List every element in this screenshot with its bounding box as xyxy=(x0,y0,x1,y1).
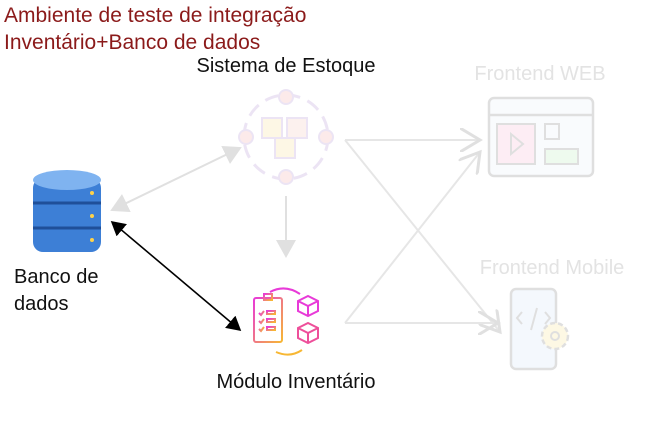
edge-db-stock xyxy=(110,145,242,213)
frontend-mobile-label: Frontend Mobile xyxy=(480,257,625,279)
mobile-app-icon xyxy=(509,287,570,371)
inventory-module-icon xyxy=(253,287,319,356)
edge-stock-mobile xyxy=(344,139,500,332)
inventory-module-label: Módulo Inventário xyxy=(217,371,376,393)
database-label-line2: dados xyxy=(14,293,69,315)
diagram-title-line2: Inventário+Banco de dados xyxy=(4,31,260,54)
stock-system-label: Sistema de Estoque xyxy=(197,55,376,77)
edge-inventory-web xyxy=(344,152,480,324)
edge-db-inventory xyxy=(110,220,242,332)
database-label-line1: Banco de xyxy=(14,266,99,288)
frontend-web-label: Frontend WEB xyxy=(474,63,605,85)
web-browser-icon xyxy=(487,96,595,178)
database-icon xyxy=(33,170,101,252)
diagram-title-line1: Ambiente de teste de integração xyxy=(4,4,306,27)
stock-system-icon xyxy=(238,89,334,185)
